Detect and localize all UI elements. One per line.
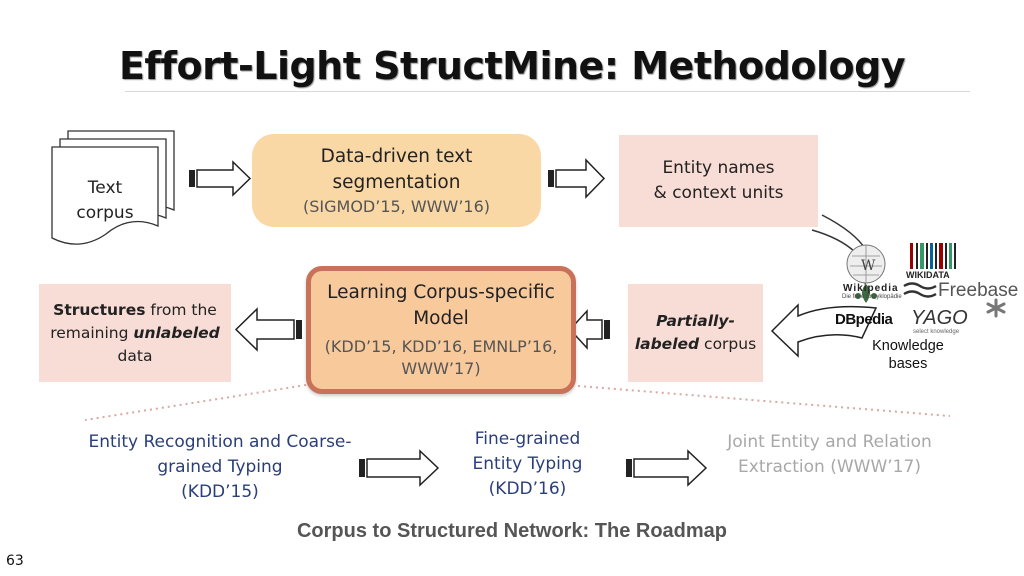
roadmap-step-1-line1: Entity Recognition and Coarse- <box>88 432 352 452</box>
unlabeled-emph: unlabeled <box>133 323 220 342</box>
roadmap-arrow-2 <box>626 449 708 487</box>
connector-line <box>811 229 856 253</box>
wikidata-wordmark: WIKIDATA <box>906 270 950 280</box>
roadmap-arrow-1 <box>359 449 440 487</box>
freebase-logo-icon <box>903 282 937 298</box>
segmentation-box: Data-driven text segmentation (SIGMOD’15… <box>252 134 541 227</box>
wikipedia-wordmark: Wikipedia <box>843 283 899 294</box>
structures-line2-pre: remaining <box>50 323 134 342</box>
arrow-knowledge-bases-to-partial <box>770 303 878 358</box>
roadmap-step-2-line1: Fine-grained <box>474 429 581 449</box>
partially-labeled-box: Partially- labeled corpus <box>628 284 763 382</box>
roadmap-step-2-line3: (KDD’16) <box>488 479 567 499</box>
segmentation-line1: Data-driven text <box>320 145 473 167</box>
wikidata-logo-icon <box>910 243 956 269</box>
knowledge-bases-label: Knowledge bases <box>868 337 948 373</box>
text-corpus-line1: Text <box>87 178 123 198</box>
segmentation-line2: segmentation <box>332 171 461 193</box>
wikipedia-logo-icon: W <box>846 244 886 284</box>
dotted-connector <box>565 384 951 417</box>
dbpedia-wordmark: DBpedia <box>835 311 893 328</box>
roadmap-step-1: Entity Recognition and Coarse- grained T… <box>80 430 360 505</box>
partially-emph: Partially- <box>656 312 735 330</box>
roadmap-subtitle: Corpus to Structured Network: The Roadma… <box>296 520 728 542</box>
roadmap-step-3-line1: Joint Entity and Relation <box>727 432 932 452</box>
title-underline <box>125 91 970 92</box>
roadmap-step-1-line2: grained Typing <box>157 457 283 477</box>
connector-line <box>821 214 867 251</box>
text-corpus-document-stack-icon <box>51 130 175 245</box>
roadmap-step-3-line2: Extraction (WWW’17) <box>738 457 921 477</box>
slide-title: Effort-Light StructMine: Methodology <box>118 44 906 88</box>
text-corpus-line2: corpus <box>76 203 134 223</box>
roadmap-step-2-line2: Entity Typing <box>472 454 583 474</box>
model-box: Learning Corpus-specific Model (KDD’15, … <box>306 266 576 394</box>
arrow-model-to-structures <box>234 307 302 352</box>
model-line1: Learning Corpus-specific <box>327 282 555 303</box>
wikipedia-tagline: Die freie Enzyklopädie <box>842 294 902 300</box>
entity-names-box: Entity names & context units <box>619 135 818 227</box>
knowledge-bases-line1: Knowledge <box>872 338 944 354</box>
model-citation-line2: WWW’17) <box>401 359 481 378</box>
dbpedia-logo-icon <box>855 284 877 303</box>
partial-rest: corpus <box>699 335 757 353</box>
roadmap-step-2: Fine-grained Entity Typing (KDD’16) <box>460 427 595 502</box>
dotted-connector <box>84 384 307 421</box>
arrow-segmentation-to-entity-names <box>548 158 606 199</box>
yago-tagline: select knowledge <box>913 329 960 335</box>
model-citation-line1: (KDD’15, KDD’16, EMNLP’16, <box>324 337 558 356</box>
arrow-partial-to-model <box>568 309 610 350</box>
model-line2: Model <box>413 308 469 329</box>
freebase-wordmark: Freebase <box>938 280 1019 301</box>
arrow-corpus-to-segmentation <box>189 160 252 197</box>
knowledge-bases-line2: bases <box>888 356 928 372</box>
structures-rest: from the <box>145 300 217 319</box>
svg-text:W: W <box>861 258 876 274</box>
text-corpus-label: Text corpus <box>52 176 158 226</box>
yago-logo-icon <box>986 298 1006 318</box>
entity-names-line1: Entity names <box>662 158 775 178</box>
structures-emph: Structures <box>53 300 146 319</box>
roadmap-step-1-line3: (KDD’15) <box>181 482 259 502</box>
structures-box: Structures from the remaining unlabeled … <box>39 284 231 382</box>
structures-line3: data <box>117 346 153 365</box>
page-number: 63 <box>6 553 24 569</box>
labeled-emph: labeled <box>634 335 700 353</box>
segmentation-citation: (SIGMOD’15, WWW’16) <box>303 196 490 216</box>
entity-names-line2: & context units <box>653 183 784 203</box>
yago-wordmark: YAGO <box>911 307 968 329</box>
roadmap-step-3: Joint Entity and Relation Extraction (WW… <box>717 430 942 480</box>
